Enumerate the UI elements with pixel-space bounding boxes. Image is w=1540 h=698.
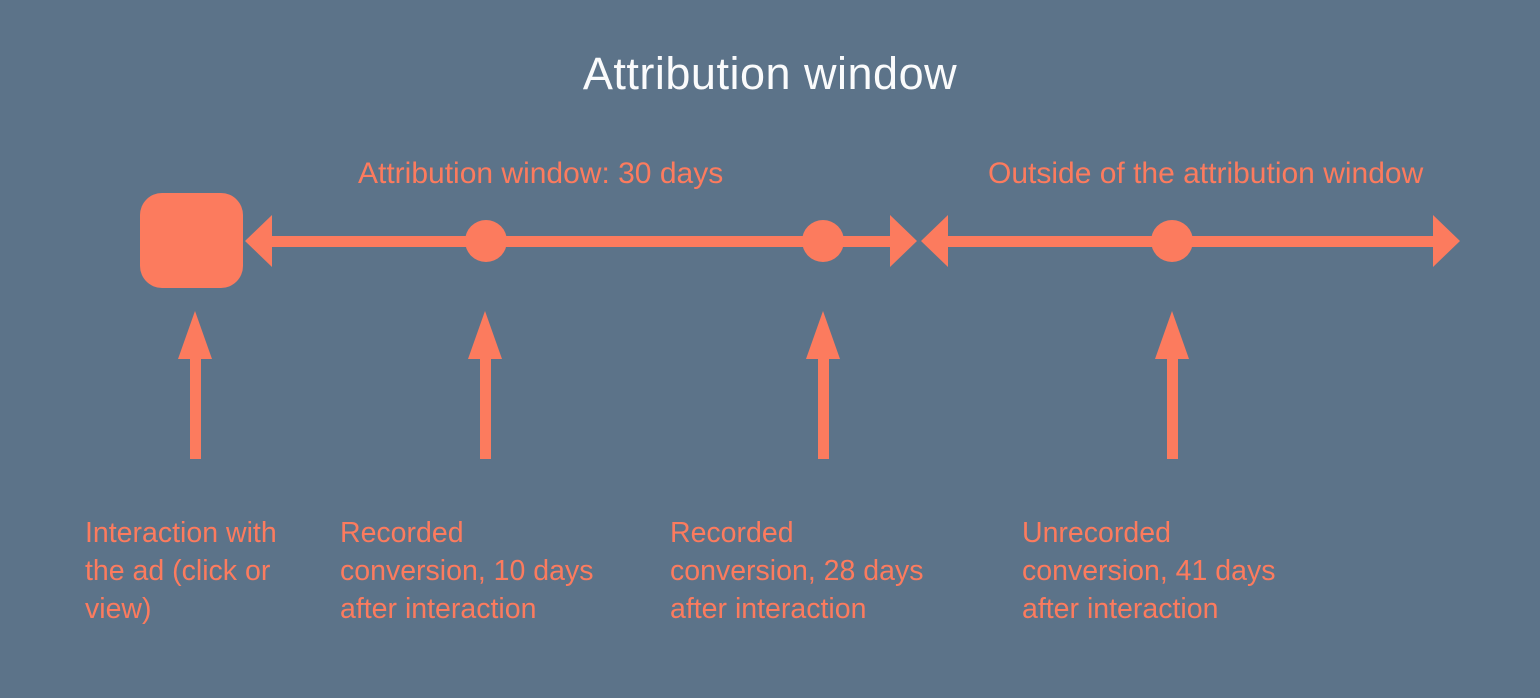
annotation-line: Interaction with <box>85 517 277 549</box>
annotation-line: after interaction <box>670 593 867 625</box>
arrow-stem <box>818 358 829 459</box>
annotation-line: conversion, 41 days <box>1022 555 1276 587</box>
annotation-conversion-41-days: Unrecorded conversion, 41 days after int… <box>1022 514 1275 628</box>
annotation-interaction: Interaction with the ad (click or view) <box>85 514 277 628</box>
ad-interaction-marker <box>140 193 243 288</box>
attribution-window-line <box>260 236 896 247</box>
annotation-conversion-10-days: Recorded conversion, 10 days after inter… <box>340 514 593 628</box>
annotation-line: the ad (click or <box>85 555 271 587</box>
conversion-dot-10-days <box>465 220 507 262</box>
annotation-line: Recorded <box>670 517 794 549</box>
annotation-line: conversion, 10 days <box>340 555 594 587</box>
arrow-up-icon <box>806 311 840 359</box>
arrowhead-right-icon <box>890 215 917 267</box>
conversion-dot-28-days <box>802 220 844 262</box>
arrowhead-right-icon <box>1433 215 1460 267</box>
arrow-stem <box>480 358 491 459</box>
arrow-stem <box>190 358 201 459</box>
annotation-line: after interaction <box>340 593 537 625</box>
annotation-line: view) <box>85 593 152 625</box>
outside-window-range-label: Outside of the attribution window <box>988 157 1424 190</box>
attribution-window-range-label: Attribution window: 30 days <box>358 157 724 190</box>
page-title: Attribution window <box>582 48 958 99</box>
annotation-line: conversion, 28 days <box>670 555 924 587</box>
annotation-line: Recorded <box>340 517 464 549</box>
annotation-line: after interaction <box>1022 593 1219 625</box>
arrow-up-icon <box>1155 311 1189 359</box>
arrow-up-icon <box>468 311 502 359</box>
annotation-line: Unrecorded <box>1022 517 1171 549</box>
arrow-stem <box>1167 358 1178 459</box>
annotation-conversion-28-days: Recorded conversion, 28 days after inter… <box>670 514 923 628</box>
conversion-dot-41-days <box>1151 220 1193 262</box>
arrow-up-icon <box>178 311 212 359</box>
